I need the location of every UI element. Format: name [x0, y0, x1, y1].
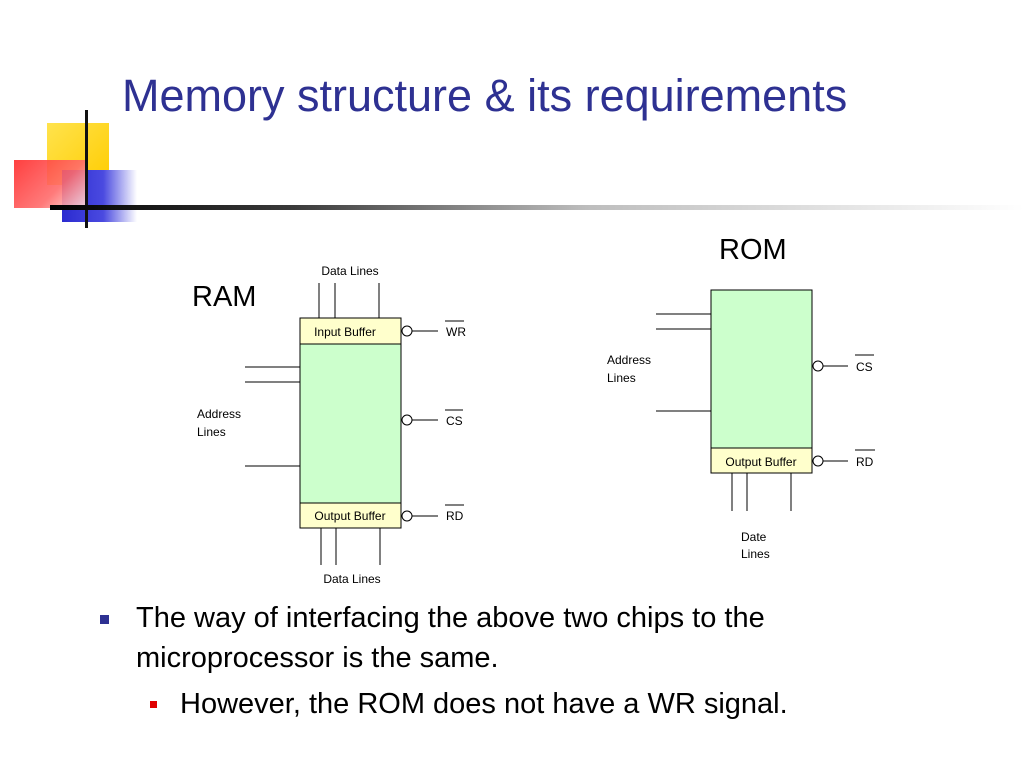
ram-cs-label: CS: [446, 414, 463, 428]
bullet-item-level-2: However, the ROM does not have a WR sign…: [142, 684, 998, 724]
ram-output-buffer: [299, 502, 402, 529]
ram-cs-inverter-bubble: [401, 414, 413, 426]
rom-rd-label: RD: [856, 455, 874, 469]
ram-data-lines-top-label: Data Lines: [321, 264, 378, 278]
rom-output-buffer: [710, 447, 813, 474]
rom-rd-inverter-bubble: [812, 455, 824, 467]
bullet-text: However, the ROM does not have a WR sign…: [180, 688, 788, 720]
ram-address-lines-label-2: Lines: [197, 425, 226, 439]
memory-diagram: RAM Data Lines Input Buffer Output Buffe…: [192, 234, 875, 586]
ram-output-buffer-label: Output Buffer: [314, 509, 385, 523]
rom-label: ROM: [719, 234, 787, 266]
rom-address-lines-label-2: Lines: [607, 371, 636, 385]
ram-rd-inverter-bubble: [401, 510, 413, 522]
ram-chip-body: [299, 317, 402, 529]
ram-input-buffer-label: Input Buffer: [314, 325, 376, 339]
bullet-square-icon: [100, 615, 109, 624]
rom-cs-label: CS: [856, 360, 873, 374]
rom-diagram: ROM Output Buffer Address Lines CS RD: [607, 234, 875, 561]
rom-chip-body: [710, 289, 813, 474]
bullet-text: The way of interfacing the above two chi…: [136, 602, 765, 674]
bullet-list: The way of interfacing the above two chi…: [98, 598, 998, 724]
ram-input-buffer: [299, 317, 402, 345]
bullet-square-icon: [150, 701, 157, 708]
ram-wr-inverter-bubble: [401, 325, 413, 337]
rom-cs-inverter-bubble: [812, 360, 824, 372]
ram-data-lines-bottom-label: Data Lines: [323, 572, 380, 586]
decorative-red-square: [14, 160, 86, 208]
decorative-vertical-line: [85, 110, 88, 228]
rom-date-lines-label-1: Date: [741, 530, 767, 544]
ram-wr-label: WR: [446, 325, 466, 339]
rom-output-buffer-label: Output Buffer: [725, 455, 796, 469]
ram-label: RAM: [192, 281, 256, 313]
slide-title: Memory structure & its requirements: [122, 70, 848, 121]
ram-address-lines-label-1: Address: [197, 407, 241, 421]
title-rule: [50, 205, 1024, 210]
rom-address-lines-label-1: Address: [607, 353, 651, 367]
ram-rd-label: RD: [446, 509, 464, 523]
rom-date-lines-label-2: Lines: [741, 547, 770, 561]
bullet-item-level-1: The way of interfacing the above two chi…: [98, 598, 896, 678]
ram-diagram: RAM Data Lines Input Buffer Output Buffe…: [192, 264, 466, 586]
